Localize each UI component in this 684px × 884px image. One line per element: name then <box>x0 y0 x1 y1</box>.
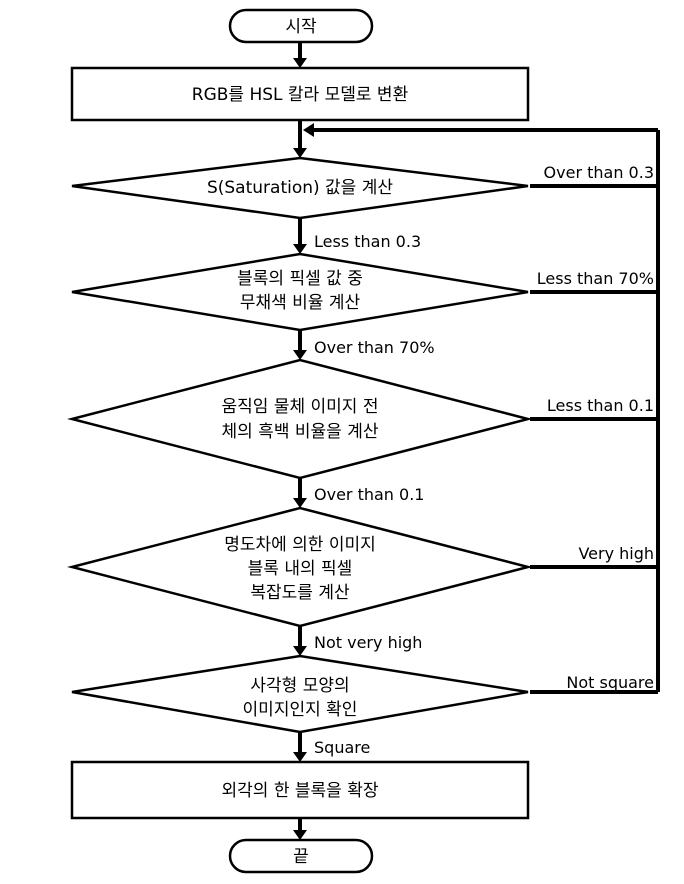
edge-label-square-no: Not square <box>566 673 654 692</box>
achromatic-decision <box>71 252 529 332</box>
end-label: 끝 <box>293 847 309 867</box>
complexity-label-line-1: 명도차에 의한 이미지 <box>224 535 376 555</box>
start-terminal <box>228 8 374 44</box>
complexity-label-line-2: 블록 내의 픽셀 <box>248 559 353 579</box>
achromatic-label-line-1: 블록의 픽셀 값 중 <box>237 269 363 289</box>
arrow-bw-complexity <box>293 498 307 508</box>
arrow-expand-end <box>293 830 307 840</box>
square-check-decision <box>71 654 529 734</box>
arrow-square-expand <box>293 752 307 762</box>
convert-label: RGB를 HSL 칼라 모델로 변환 <box>192 85 408 105</box>
convert-process-box <box>70 66 530 122</box>
arrow-start-convert <box>293 58 307 68</box>
feedback-arrow <box>303 123 314 137</box>
complexity-decision <box>67 506 533 628</box>
edge-label-complexity-yes: Not very high <box>314 633 422 652</box>
saturation-label: S(Saturation) 값을 계산 <box>207 178 393 198</box>
achromatic-label-line-2: 무채색 비율 계산 <box>240 293 361 313</box>
start-label: 시작 <box>285 17 317 37</box>
arrow-saturation-achromatic <box>293 244 307 254</box>
complexity-label-line-3: 복잡도를 계산 <box>250 583 350 603</box>
edge-label-achromatic-no: Less than 70% <box>537 269 654 288</box>
saturation-decision <box>71 156 529 220</box>
edge-label-square-yes: Square <box>314 738 370 757</box>
edge-label-saturation-yes: Less than 0.3 <box>314 232 421 251</box>
bw-ratio-label-line-2: 체의 흑백 비율을 계산 <box>222 422 379 442</box>
expand-label: 외각의 한 블록을 확장 <box>222 781 379 801</box>
edge-label-achromatic-yes: Over than 70% <box>314 338 435 357</box>
square-check-label-line-1: 사각형 모양의 <box>250 676 349 696</box>
bw-ratio-decision <box>67 358 533 480</box>
end-terminal <box>228 838 374 874</box>
arrow-complexity-square <box>293 646 307 656</box>
square-check-label-line-2: 이미지인지 확인 <box>243 700 358 720</box>
expand-process-box <box>70 760 530 820</box>
arrow-convert-saturation <box>293 148 307 158</box>
edge-label-bw-yes: Over than 0.1 <box>314 485 424 504</box>
edge-label-saturation-no: Over than 0.3 <box>544 163 654 182</box>
feedback-loop <box>303 123 660 694</box>
bw-ratio-label-line-1: 움직임 물체 이미지 전 <box>222 397 379 417</box>
main-connectors <box>293 42 307 840</box>
arrow-achromatic-bw <box>293 350 307 360</box>
edge-label-bw-no: Less than 0.1 <box>547 396 654 415</box>
edge-label-complexity-no: Very high <box>578 544 654 563</box>
